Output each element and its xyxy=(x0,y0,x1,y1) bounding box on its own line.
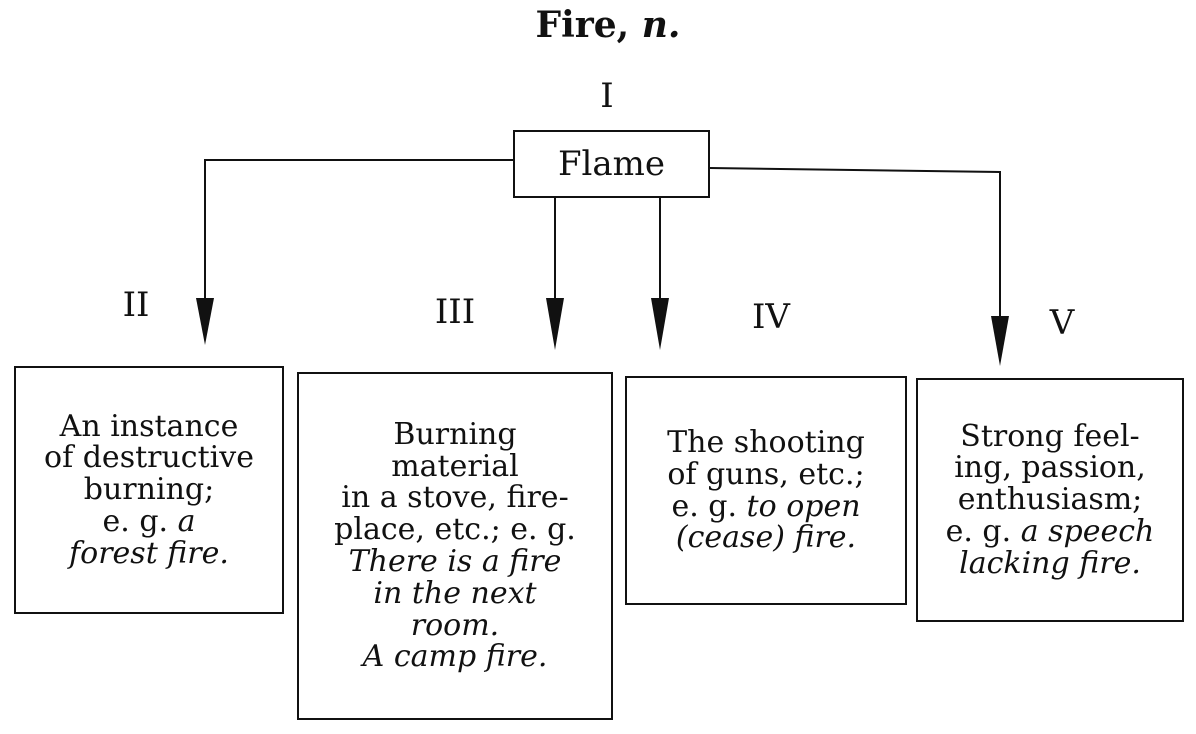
meaning-4-numeral: IV xyxy=(752,297,790,337)
arrowhead-3 xyxy=(546,298,564,350)
definition-line: An instance xyxy=(59,408,239,444)
meaning-5-box: Strong feel- ing, passion, enthusiasm; e… xyxy=(916,378,1184,622)
arrowhead-5 xyxy=(991,316,1009,366)
example-line: forest fire. xyxy=(69,535,229,571)
arrowhead-4 xyxy=(651,298,669,350)
meaning-2-box: An instance of destructive burning; e. g… xyxy=(14,366,284,614)
meaning-5-numeral: V xyxy=(1049,303,1075,343)
definition-line: material xyxy=(391,448,519,484)
example-line: room. xyxy=(410,607,500,643)
definition-line: Burning xyxy=(393,416,517,452)
definition-line: in a stove, fire- xyxy=(341,480,569,516)
diagram-title: Fire, n. xyxy=(0,4,1196,46)
meaning-4-box: The shooting of guns, etc.; e. g. to ope… xyxy=(625,376,907,605)
meaning-3-numeral: III xyxy=(434,292,476,332)
definition-line: Strong feel- xyxy=(960,418,1140,454)
example-line: lacking fire. xyxy=(959,545,1141,581)
definition-line: of destructive xyxy=(44,440,254,476)
example-line: A camp fire. xyxy=(362,639,548,675)
example-line: e. g. to open xyxy=(671,488,861,524)
connector-to-meaning-5 xyxy=(709,167,1001,318)
part-of-speech: n. xyxy=(641,4,681,46)
example-line: There is a fire xyxy=(348,544,562,579)
definition-line: ing, passion, xyxy=(954,450,1146,486)
meaning-2-numeral: II xyxy=(122,285,150,325)
root-numeral: I xyxy=(600,76,614,116)
definition-line: place, etc.; e. g. xyxy=(334,512,576,548)
arrowhead-2 xyxy=(196,298,214,345)
definition-line: The shooting xyxy=(667,424,865,460)
example-line: (cease) fire. xyxy=(675,520,857,556)
meaning-3-box: Burning material in a stove, fire- place… xyxy=(297,372,613,720)
connector-to-meaning-2 xyxy=(204,159,513,300)
definition-line: of guns, etc.; xyxy=(667,456,865,492)
headword: Fire, xyxy=(535,4,630,46)
definition-line: enthusiasm; xyxy=(957,482,1143,518)
example-line: in the next xyxy=(373,575,537,611)
root-label: Flame xyxy=(557,143,666,184)
root-box: Flame xyxy=(513,130,710,198)
example-line: e. g. a xyxy=(102,503,196,539)
definition-line: burning; xyxy=(83,472,215,508)
example-line: e. g. a speech xyxy=(945,513,1155,549)
